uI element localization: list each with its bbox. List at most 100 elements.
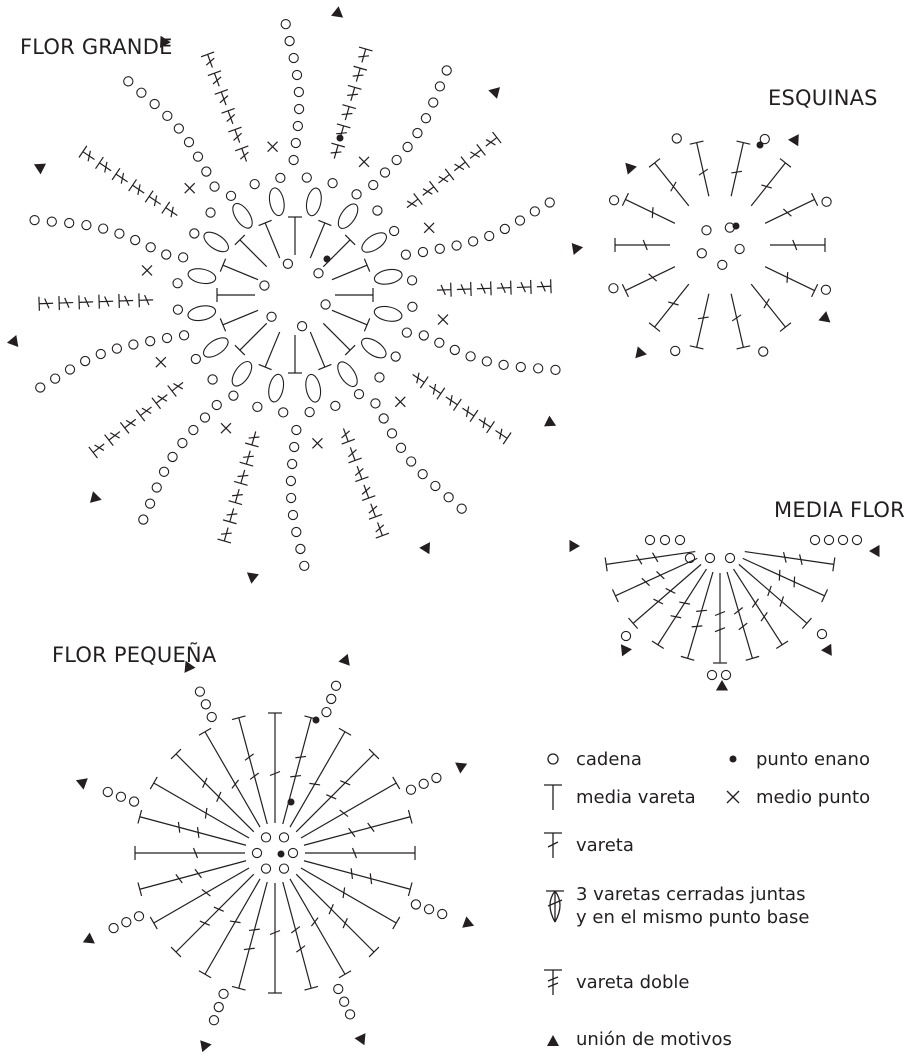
stitch-slash — [767, 585, 772, 597]
stitch-top-bar — [648, 158, 661, 168]
stitch-top-bar — [228, 500, 243, 506]
stitch-slash — [226, 513, 238, 516]
stitch-top-bar — [604, 557, 608, 572]
stitch-slash — [340, 780, 351, 786]
stitch-post — [264, 222, 281, 259]
chain-stitch — [172, 278, 183, 289]
chain-stitch — [417, 469, 428, 480]
chain-stitch — [388, 225, 400, 237]
chain-stitch — [98, 223, 109, 234]
stitch-top-bar — [151, 397, 162, 410]
stitch-top-bar — [444, 168, 455, 181]
chain-stitch — [391, 154, 402, 166]
chain-stitch — [406, 456, 417, 467]
cluster-stitch — [337, 361, 358, 388]
join-triangle-icon — [354, 1033, 366, 1046]
stitch-top-bar — [304, 715, 319, 721]
stitch-slash — [354, 467, 364, 477]
stitch-slash — [698, 168, 709, 176]
chain-stitch — [102, 786, 113, 798]
stitch-post — [726, 571, 753, 659]
chain-stitch — [456, 503, 467, 514]
stitch-slash — [361, 486, 371, 495]
stitch-slash — [110, 432, 120, 439]
chain-stitch — [161, 249, 172, 260]
stitch-top-bar — [469, 409, 479, 423]
stitch-slash — [799, 554, 803, 566]
stitch-slash — [249, 928, 260, 932]
legend-tres-varetas: 3 varetas cerradas juntas y en el mismo … — [540, 883, 810, 929]
stitch-post — [696, 142, 710, 197]
chain-stitch — [296, 321, 308, 332]
stitch-slash — [642, 239, 648, 251]
stitch-top-bar — [779, 158, 792, 168]
chain-stitch — [326, 693, 337, 705]
stitch-top-bar — [231, 715, 246, 721]
legend-medio-punto-label: medio punto — [756, 786, 871, 808]
stitch-top-bar — [207, 70, 222, 77]
cluster-stitch — [373, 305, 403, 322]
stitch-slash — [480, 283, 486, 294]
single-crochet — [184, 182, 196, 194]
chain-stitch — [437, 908, 448, 920]
stitch-top-bar — [621, 192, 629, 207]
chain-stitch — [706, 669, 718, 681]
stitch-post — [251, 431, 257, 446]
join-triangle-icon — [571, 243, 584, 255]
chain-stitch — [251, 847, 263, 859]
stitch-top-bar — [363, 258, 371, 272]
chain-stitch — [405, 784, 417, 795]
stitch-slash — [422, 188, 433, 195]
stitch-top-bar — [413, 193, 423, 205]
stitch-slash — [696, 609, 707, 612]
chain-stitch — [275, 172, 286, 184]
chain-stitch — [529, 206, 540, 217]
stitch-top-bar — [111, 167, 121, 181]
stitch-slash — [350, 868, 354, 879]
stitch-post — [303, 860, 411, 890]
stitch-slash — [485, 139, 496, 146]
chain-stitch — [434, 243, 445, 254]
cluster-stitch — [268, 187, 285, 217]
chain-stitch — [278, 863, 290, 874]
stitch-post — [309, 222, 326, 259]
stitch-slash — [779, 596, 785, 607]
stitch-top-bar — [821, 589, 829, 603]
chain-stitch — [80, 355, 91, 367]
stitch-post — [478, 418, 491, 428]
stitch-top-bar — [331, 142, 346, 148]
stitch-slash — [641, 577, 650, 587]
join-triangle-icon — [338, 653, 350, 666]
single-crochet — [358, 156, 370, 168]
single-crochet — [423, 222, 435, 234]
chain-stitch — [406, 275, 418, 286]
single-crochet — [394, 396, 406, 408]
stitch-slash — [309, 782, 321, 786]
stitch-slash — [205, 57, 215, 66]
stitch-post — [234, 129, 241, 143]
chain-stitch — [249, 178, 260, 190]
chain-stitch — [200, 699, 211, 710]
cluster-stitch — [203, 231, 230, 253]
stitch-slash — [310, 917, 319, 927]
stitch-top-bar — [736, 345, 751, 350]
stitch-slash — [326, 794, 337, 800]
stitch-slash — [232, 494, 243, 497]
chain-stitch — [287, 509, 299, 521]
chain-stitch — [288, 154, 299, 166]
chain-stitch — [533, 363, 544, 374]
chain-stitch — [183, 137, 195, 148]
stitch-slash — [761, 184, 772, 189]
chain-stitch — [285, 475, 297, 487]
chain-stitch — [138, 514, 149, 525]
stitch-top-bar — [348, 457, 362, 464]
stitch-top-bar — [368, 946, 380, 958]
chain-stitch — [400, 249, 412, 260]
stitch-slash — [352, 74, 364, 77]
chain-stitch — [401, 327, 412, 338]
stitch-top-bar — [392, 776, 401, 790]
cluster-stitch — [305, 373, 322, 403]
stitch-top-bar — [304, 985, 319, 991]
join-triangle-icon — [184, 660, 196, 673]
